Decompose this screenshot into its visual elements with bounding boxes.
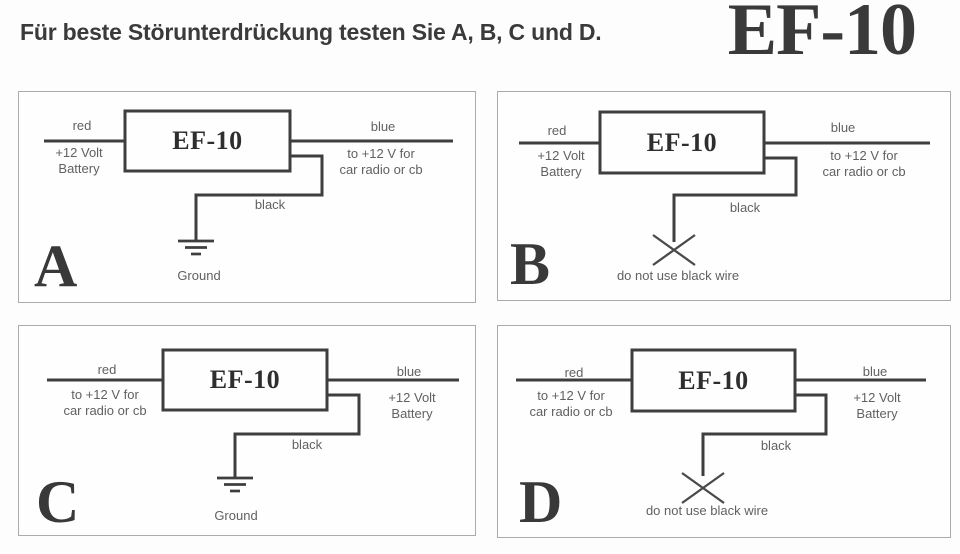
terminal-label: Ground (177, 268, 221, 283)
right-wire-line1: +12 Volt (388, 390, 436, 405)
right-wire-color-label: blue (862, 364, 888, 379)
terminal-label: do not use black wire (616, 268, 740, 283)
black-wire-label: black (760, 438, 792, 453)
left-wire-line1: +12 Volt (537, 148, 585, 163)
left-wire-line2: Battery (58, 160, 100, 176)
right-wire-line1: +12 Volt (853, 390, 901, 405)
right-wire-line1: to +12 V for (830, 148, 898, 163)
right-wire-line2: Battery (391, 405, 433, 421)
right-wire-description: +12 Volt Battery (388, 390, 435, 421)
filter-box (630, 348, 797, 413)
right-wire-line2: car radio or cb (339, 161, 423, 177)
left-wire-line1: to +12 V for (537, 388, 605, 403)
product-title: EF-10 (727, 0, 917, 71)
left-wire-color-label: red (97, 362, 117, 377)
right-wire-description: +12 Volt Battery (853, 390, 900, 421)
variant-letter: B (510, 231, 551, 297)
black-wire-label: black (254, 197, 286, 212)
wiring-diagram-b (519, 110, 930, 266)
right-wire-line2: car radio or cb (822, 163, 906, 179)
panel-c: EF-10 red to +12 V for car radio or cb b… (18, 325, 476, 536)
left-wire-line2: Battery (540, 163, 582, 179)
left-wire-description: to +12 V for car radio or cb (63, 387, 146, 418)
black-wire (233, 393, 361, 478)
black-wire (194, 154, 324, 240)
panel-a: EF-10 red +12 Volt Battery blue to +12 V… (18, 91, 476, 303)
black-wire-label: black (291, 437, 323, 452)
right-wire-description: to +12 V for car radio or cb (339, 146, 422, 177)
left-wire-line2: car radio or cb (529, 403, 613, 419)
left-wire-line1: +12 Volt (55, 145, 103, 160)
right-wire-color-label: blue (396, 364, 422, 379)
left-wire-line1: to +12 V for (71, 387, 139, 402)
ground-icon (178, 239, 214, 256)
left-wire-description: +12 Volt Battery (537, 148, 584, 179)
right-wire-color-label: blue (830, 120, 856, 135)
device-label: EF-10 (172, 126, 243, 155)
left-wire-color-label: red (72, 118, 92, 133)
black-wire (701, 393, 828, 476)
x-mark-icon (681, 472, 725, 504)
panel-d: EF-10 red to +12 V for car radio or cb b… (497, 325, 951, 538)
left-wire-color-label: red (564, 365, 584, 380)
left-wire-description: to +12 V for car radio or cb (529, 388, 612, 419)
left-wire-description: +12 Volt Battery (55, 145, 102, 176)
device-label: EF-10 (646, 127, 718, 157)
variant-letter: C (36, 469, 80, 535)
terminal-label: Ground (214, 508, 258, 523)
black-wire (672, 156, 798, 242)
left-wire-color-label: red (547, 123, 567, 138)
wiring-diagram-c (47, 348, 459, 493)
right-wire-line1: to +12 V for (347, 146, 415, 161)
right-wire-line2: Battery (856, 405, 898, 421)
wiring-diagram-d (516, 348, 926, 504)
filter-box (161, 348, 329, 412)
variant-letter: D (519, 469, 563, 535)
filter-box (598, 110, 766, 175)
device-label: EF-10 (678, 365, 749, 395)
header-instruction: Für beste Störunterdrückung testen Sie A… (20, 19, 602, 45)
right-wire-color-label: blue (370, 119, 396, 134)
x-mark-icon (652, 234, 696, 266)
ground-icon (217, 476, 253, 493)
left-wire-line2: car radio or cb (63, 402, 147, 418)
terminal-label: do not use black wire (645, 503, 769, 518)
black-wire-label: black (729, 200, 761, 215)
device-label: EF-10 (209, 365, 281, 394)
right-wire-description: to +12 V for car radio or cb (822, 148, 905, 179)
panel-b: EF-10 red +12 Volt Battery blue to +12 V… (497, 91, 951, 301)
wiring-diagram-a (44, 109, 453, 256)
variant-letter: A (34, 233, 78, 299)
